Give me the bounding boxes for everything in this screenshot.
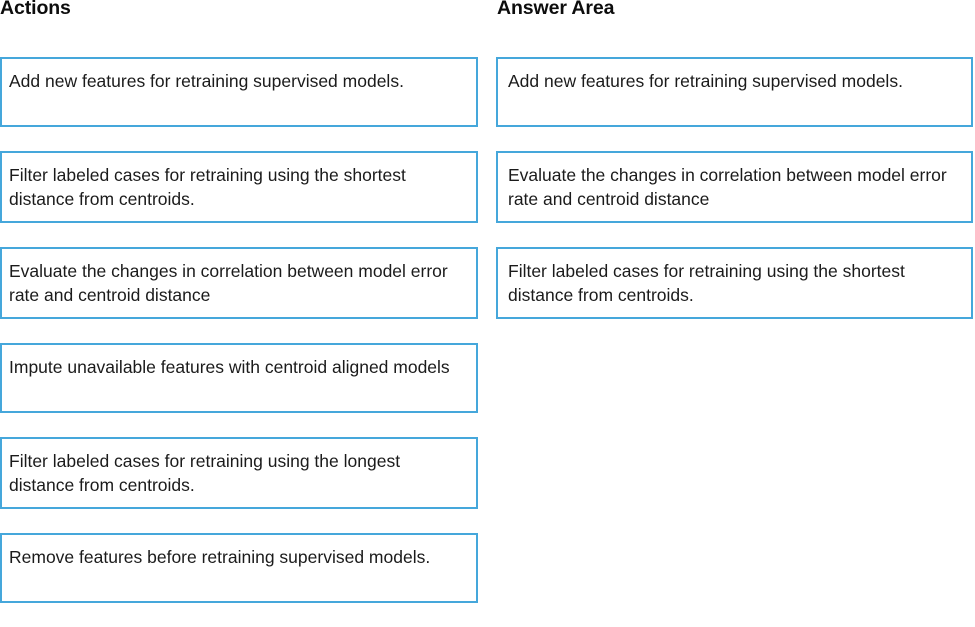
answer-card[interactable]: Evaluate the changes in correlation betw…: [496, 151, 973, 223]
action-card[interactable]: Impute unavailable features with centroi…: [0, 343, 478, 413]
question-canvas: Actions Add new features for retraining …: [0, 0, 975, 603]
actions-card-list: Add new features for retraining supervis…: [0, 57, 484, 627]
action-card-label: Impute unavailable features with centroi…: [9, 357, 450, 377]
action-card-label: Remove features before retraining superv…: [9, 547, 431, 567]
action-card-label: Filter labeled cases for retraining usin…: [9, 165, 406, 209]
answer-card-label: Add new features for retraining supervis…: [508, 71, 903, 91]
action-card[interactable]: Filter labeled cases for retraining usin…: [0, 151, 478, 223]
answer-card-label: Evaluate the changes in correlation betw…: [508, 165, 947, 209]
action-card[interactable]: Add new features for retraining supervis…: [0, 57, 478, 127]
action-card-label: Add new features for retraining supervis…: [9, 71, 404, 91]
answer-card[interactable]: Add new features for retraining supervis…: [496, 57, 973, 127]
answer-card-label: Filter labeled cases for retraining usin…: [508, 261, 905, 305]
action-card[interactable]: Remove features before retraining superv…: [0, 533, 478, 603]
answer-card-list[interactable]: Add new features for retraining supervis…: [496, 57, 975, 343]
action-card[interactable]: Evaluate the changes in correlation betw…: [0, 247, 478, 319]
actions-column-header: Actions: [0, 0, 71, 19]
action-card[interactable]: Filter labeled cases for retraining usin…: [0, 437, 478, 509]
answer-card[interactable]: Filter labeled cases for retraining usin…: [496, 247, 973, 319]
action-card-label: Evaluate the changes in correlation betw…: [9, 261, 448, 305]
action-card-label: Filter labeled cases for retraining usin…: [9, 451, 401, 495]
answer-area-header: Answer Area: [497, 0, 615, 19]
